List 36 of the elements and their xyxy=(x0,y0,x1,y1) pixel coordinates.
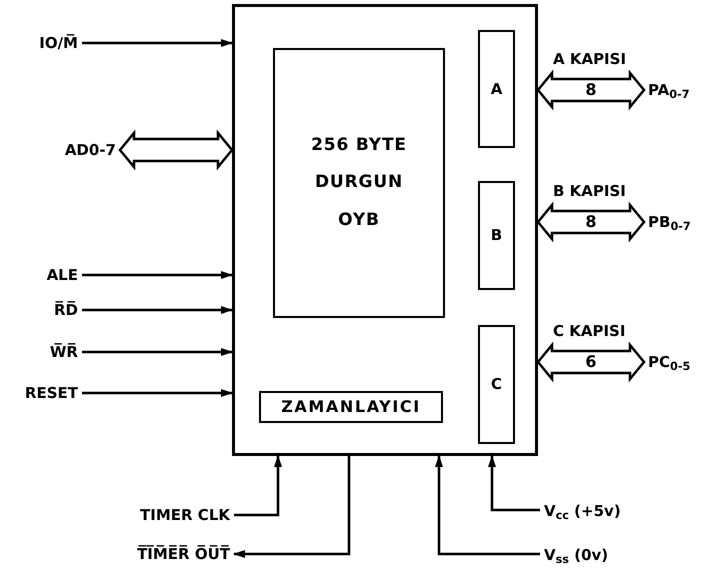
signal-label: TIMER CLK xyxy=(96,504,234,526)
signal-arrow xyxy=(82,348,233,356)
signal-arrow xyxy=(82,306,233,314)
signal-label: W̅R̅ xyxy=(10,341,82,363)
signal-arrow xyxy=(233,456,350,558)
memory-block: 256 BYTE DURGUN OYB xyxy=(273,48,445,318)
port-register: B xyxy=(478,181,515,290)
bus-arrow xyxy=(536,342,646,382)
port-label: B KAPISI xyxy=(553,184,626,199)
signal-label: PA$_{0-7}$ xyxy=(644,76,706,104)
signal-label: V$_{ss}$ (0v) xyxy=(540,541,660,569)
port-label: C KAPISI xyxy=(553,324,626,339)
signal-label: RESET xyxy=(10,382,82,404)
signal-arrow xyxy=(82,271,233,279)
signal-label: ALE xyxy=(10,264,82,286)
signal-label: PB$_{0-7}$ xyxy=(644,208,706,236)
signal-label: PC$_{0-5}$ xyxy=(644,348,706,376)
signal-arrow xyxy=(82,389,233,397)
signal-label: T̅I̅M̅E̅R̅ O̅U̅T̅ xyxy=(88,543,234,565)
signal-arrow xyxy=(82,39,233,47)
bus-arrow xyxy=(536,202,646,242)
port-register: C xyxy=(478,325,515,444)
signal-label: AD0-7 xyxy=(14,139,120,161)
chip-outline xyxy=(232,4,538,456)
edge-label: 6 xyxy=(583,354,599,370)
signal-arrow xyxy=(234,455,282,516)
bus-arrow xyxy=(118,130,234,170)
port-register: A xyxy=(478,30,515,148)
signal-arrow xyxy=(435,455,540,556)
bus-arrow xyxy=(536,70,646,110)
timer-block: ZAMANLAYICI xyxy=(259,391,443,423)
signal-label: V$_{cc}$ (+5v) xyxy=(540,497,660,525)
signal-arrow xyxy=(488,455,540,512)
signal-label: IO/M̅ xyxy=(10,32,82,54)
signal-label: R̅D̅ xyxy=(10,299,82,321)
port-label: A KAPISI xyxy=(553,52,626,67)
